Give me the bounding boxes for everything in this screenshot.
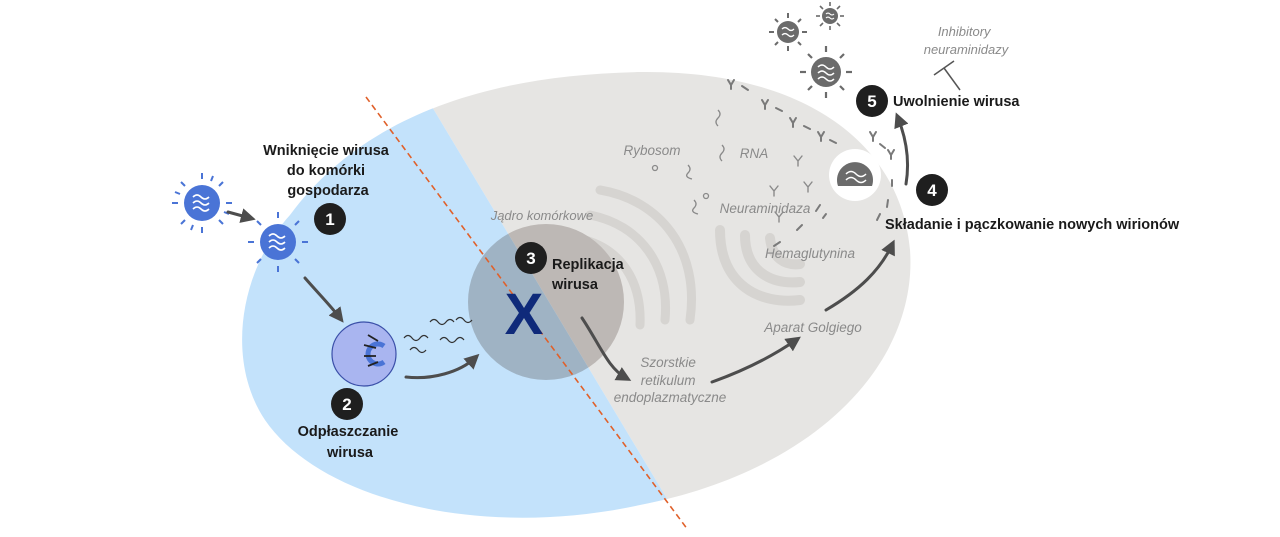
process-arrows — [226, 112, 910, 384]
hemagglutinin-label: Hemaglutynina — [765, 246, 856, 261]
step-badge-1: 1 — [314, 203, 346, 235]
protein-marks — [769, 155, 813, 223]
step-badge-2: 2 — [331, 388, 363, 420]
arrow-budding-to-release — [894, 112, 910, 186]
svg-text:4: 4 — [927, 181, 937, 200]
arrow-er-to-golgi — [710, 336, 801, 384]
arrow-golgi-to-budding — [824, 239, 895, 312]
step-badge-4: 4 — [916, 174, 948, 206]
inhibitor-symbol — [933, 60, 961, 91]
arrow-endosome-to-nucleus — [404, 353, 480, 380]
golgi-shape — [715, 225, 805, 306]
step-badge-5: 5 — [856, 85, 888, 117]
step-badge-3: 3 — [515, 242, 547, 274]
step-4-label: Składanie i pączkowanie nowych wirionów — [885, 217, 1180, 233]
rna-label: RNA — [740, 146, 769, 161]
nucleus — [468, 224, 624, 380]
step-3-label: Replikacja wirusa — [551, 257, 628, 293]
step-1-label: Wniknięcie wirusa do komórki gospodarza — [263, 143, 393, 199]
nucleus-label: Jądro komórkowe — [490, 208, 594, 223]
endosome — [331, 321, 397, 387]
step-2-label: Odpłaszczanie wirusa — [298, 424, 403, 461]
arrow-entry-to-endosome — [303, 276, 344, 323]
replication-block-mark: X — [505, 282, 544, 347]
viral-rna — [403, 316, 473, 354]
membrane-spikes — [727, 79, 895, 247]
virus-released — [769, 2, 852, 98]
svg-text:5: 5 — [867, 92, 876, 111]
neuraminidase-label: Neuraminidaza — [720, 201, 811, 216]
svg-text:1: 1 — [325, 210, 334, 229]
svg-text:3: 3 — [526, 249, 535, 268]
svg-text:2: 2 — [342, 395, 351, 414]
rna-strands — [651, 109, 725, 215]
arrow-nucleus-to-er — [580, 316, 632, 381]
virus-incoming — [172, 173, 308, 272]
inhibitors-label: Inhibitory neuraminidazy — [924, 24, 1010, 57]
er-label: Szorstkie retikulum endoplazmatyczne — [614, 355, 727, 405]
ribosome-label: Rybosom — [623, 143, 680, 158]
arrow-virus-to-cell — [226, 208, 256, 223]
step-5-label: Uwolnienie wirusa — [893, 94, 1020, 110]
budding-virion — [829, 149, 881, 201]
golgi-label: Aparat Golgiego — [763, 320, 862, 335]
